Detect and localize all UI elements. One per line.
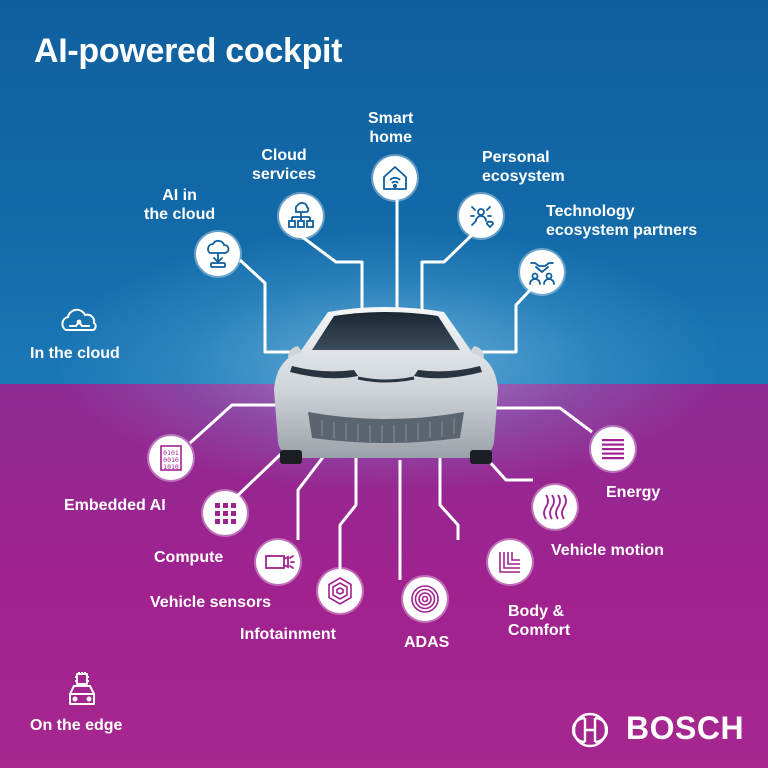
label-ai-in-cloud: AI in the cloud xyxy=(144,187,216,223)
label-cloud-services: Cloud services xyxy=(252,147,317,183)
car-chip-icon xyxy=(69,672,95,705)
people-network-icon xyxy=(470,206,494,229)
label-smart-home: Smart home xyxy=(368,110,414,146)
node-infotainment xyxy=(318,569,362,613)
cloud-zone-icon xyxy=(61,308,97,331)
node-body-comfort xyxy=(488,540,532,584)
label-vehicle-sensors: Vehicle sensors xyxy=(150,594,271,611)
label-personal-ecosystem: Personal ecosystem xyxy=(482,149,565,185)
car-image xyxy=(274,307,498,464)
handshake-icon xyxy=(529,262,555,285)
svg-text:1010: 1010 xyxy=(163,463,179,471)
stripes-icon xyxy=(602,439,624,460)
target-icon xyxy=(411,585,439,613)
house-wifi-icon xyxy=(383,166,407,190)
svg-text:0101: 0101 xyxy=(163,449,179,457)
connector-ai-in-cloud xyxy=(238,258,305,354)
bosch-logo-icon xyxy=(572,712,608,748)
cloud-zone-label: In the cloud xyxy=(30,345,120,362)
label-compute: Compute xyxy=(154,549,224,566)
label-body-comfort: Body & Comfort xyxy=(508,603,571,639)
brand-name: BOSCH xyxy=(626,710,745,746)
node-energy xyxy=(591,427,635,471)
cloud-ai-icon xyxy=(207,239,230,268)
node-compute xyxy=(203,491,247,535)
corner-lines-icon xyxy=(499,552,520,573)
svg-text:0010: 0010 xyxy=(163,456,179,464)
label-vehicle-motion: Vehicle motion xyxy=(551,542,664,559)
node-personal-ecosystem xyxy=(459,194,503,238)
camera-icon xyxy=(265,555,295,569)
node-tech-partners xyxy=(520,250,564,294)
label-adas: ADAS xyxy=(404,634,450,651)
node-adas xyxy=(403,577,447,621)
connector-tech-partners xyxy=(478,285,535,354)
label-energy: Energy xyxy=(606,484,661,501)
network-icon xyxy=(288,202,314,228)
grid-icon xyxy=(215,503,236,524)
node-embedded-ai: 0101 0010 1010 xyxy=(149,436,193,480)
connector-personal-ecosystem xyxy=(420,230,477,312)
hexagon-icon xyxy=(328,577,352,605)
label-embedded-ai: Embedded AI xyxy=(64,497,166,514)
connector-body-comfort xyxy=(438,455,460,540)
waves-icon xyxy=(543,494,567,520)
connector-cloud-services xyxy=(300,234,364,312)
label-tech-partners: Technology ecosystem partners xyxy=(546,203,698,239)
edge-zone-label: On the edge xyxy=(30,717,123,734)
page-title: AI-powered cockpit xyxy=(34,32,343,70)
connector-vehicle-sensors xyxy=(296,447,332,540)
connector-energy xyxy=(496,406,593,434)
node-ai-in-cloud xyxy=(196,232,240,276)
label-infotainment: Infotainment xyxy=(240,626,336,643)
node-vehicle-sensors xyxy=(256,540,300,584)
node-vehicle-motion xyxy=(533,485,577,529)
connector-infotainment xyxy=(338,455,358,570)
binary-icon: 0101 0010 1010 xyxy=(160,445,182,471)
node-cloud-services xyxy=(279,194,323,238)
node-smart-home xyxy=(373,156,417,200)
